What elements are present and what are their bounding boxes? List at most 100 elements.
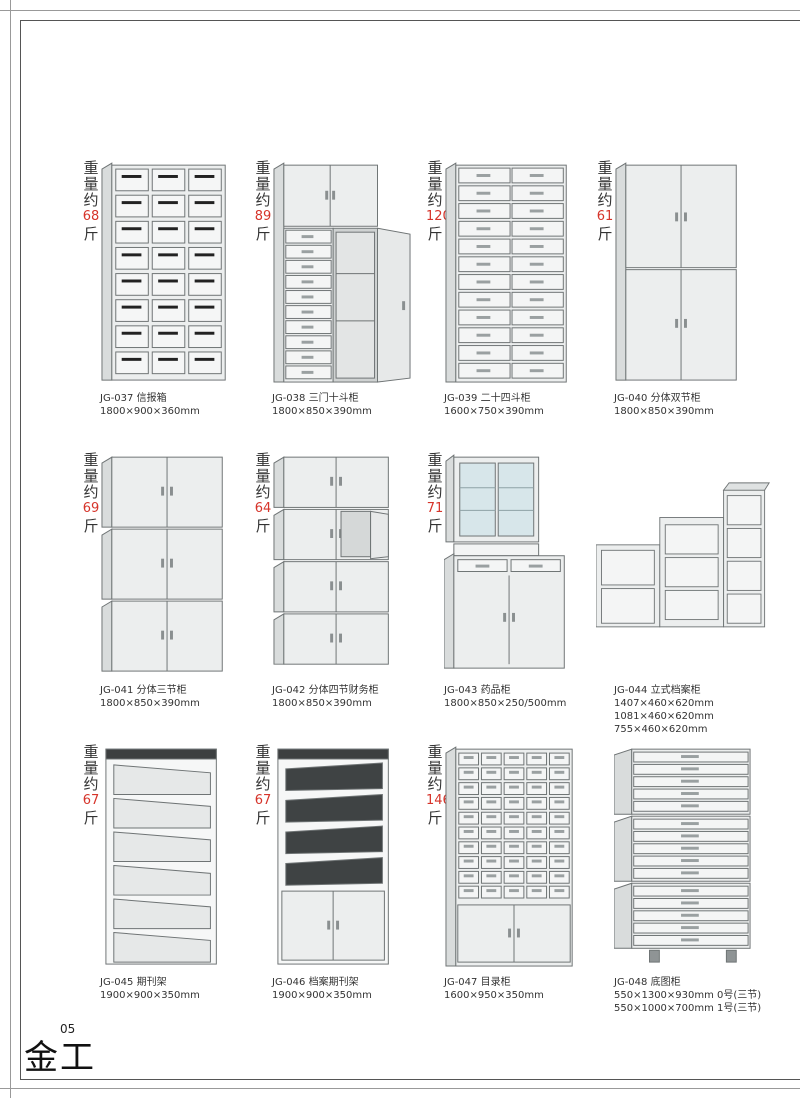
product-image-mailbox bbox=[100, 160, 240, 385]
weight-label-char: 约 bbox=[83, 483, 99, 501]
product-caption: JG-042 分体四节财务柜 1800×850×390mm bbox=[272, 684, 447, 710]
product-image-catalog bbox=[444, 744, 584, 969]
product-code: JG-040 分体双节柜 bbox=[614, 393, 701, 404]
product-caption: JG-040 分体双节柜 1800×850×390mm bbox=[614, 392, 789, 418]
weight-label-char: 量 bbox=[255, 175, 271, 193]
product-dimensions: 1800×850×390mm bbox=[272, 698, 372, 709]
weight-value: 61 bbox=[596, 209, 614, 224]
product-dimensions: 1800×850×390mm bbox=[614, 406, 714, 417]
weight-label-char: 约 bbox=[427, 191, 443, 209]
weight-label-char: 量 bbox=[83, 759, 99, 777]
product-code: JG-045 期刊架 bbox=[100, 977, 167, 988]
product-dimensions: 1800×900×360mm bbox=[100, 406, 200, 417]
weight-label-char: 重 bbox=[255, 451, 271, 469]
weight-value: 89 bbox=[254, 209, 272, 224]
weight-label-char: 量 bbox=[427, 759, 443, 777]
product-dimensions: 550×1300×930mm 0号(三节) bbox=[614, 990, 762, 1001]
weight-label-char: 约 bbox=[83, 191, 99, 209]
weight-label-char: 重 bbox=[427, 159, 443, 177]
weight-label-char: 重 bbox=[83, 451, 99, 469]
product-dimensions: 755×460×620mm bbox=[614, 724, 708, 735]
weight-value: 67 bbox=[82, 793, 100, 808]
weight-unit: 斤 bbox=[255, 809, 271, 827]
brand-logo: 金工 bbox=[24, 1038, 96, 1078]
page-frame bbox=[20, 20, 800, 1080]
weight-label-char: 重 bbox=[427, 451, 443, 469]
weight-unit: 斤 bbox=[427, 225, 443, 243]
product-code: JG-039 二十四斗柜 bbox=[444, 393, 531, 404]
product-dimensions: 1900×900×350mm bbox=[272, 990, 372, 1001]
weight-label-char: 重 bbox=[83, 159, 99, 177]
weight-label-char: 约 bbox=[427, 775, 443, 793]
product-image-four-section bbox=[272, 452, 412, 677]
product-dimensions: 1800×850×390mm bbox=[272, 406, 372, 417]
product-caption: JG-038 三门十斗柜 1800×850×390mm bbox=[272, 392, 447, 418]
weight-value: 68 bbox=[82, 209, 100, 224]
crop-mark-left bbox=[10, 0, 11, 1098]
weight-unit: 斤 bbox=[83, 225, 99, 243]
product-dimensions: 1900×900×350mm bbox=[100, 990, 200, 1001]
weight-value: 64 bbox=[254, 501, 272, 516]
weight-label-char: 重 bbox=[427, 743, 443, 761]
weight-value: 67 bbox=[254, 793, 272, 808]
product-dimensions: 1407×460×620mm bbox=[614, 698, 714, 709]
weight-label-char: 约 bbox=[255, 775, 271, 793]
product-caption: JG-037 信报箱 1800×900×360mm bbox=[100, 392, 275, 418]
product-caption: JG-045 期刊架 1900×900×350mm bbox=[100, 976, 275, 1002]
product-caption: JG-039 二十四斗柜 1600×750×390mm bbox=[444, 392, 619, 418]
weight-label-char: 量 bbox=[255, 759, 271, 777]
product-code: JG-037 信报箱 bbox=[100, 393, 167, 404]
product-dimensions: 1081×460×620mm bbox=[614, 711, 714, 722]
weight-label-char: 重 bbox=[597, 159, 613, 177]
weight-label-char: 量 bbox=[255, 467, 271, 485]
product-code: JG-042 分体四节财务柜 bbox=[272, 685, 379, 696]
product-caption: JG-041 分体三节柜 1800×850×390mm bbox=[100, 684, 275, 710]
weight-label-char: 约 bbox=[597, 191, 613, 209]
weight-unit: 斤 bbox=[255, 225, 271, 243]
weight-unit: 斤 bbox=[83, 517, 99, 535]
weight-label-char: 约 bbox=[83, 775, 99, 793]
weight-unit: 斤 bbox=[427, 517, 443, 535]
weight-value: 69 bbox=[82, 501, 100, 516]
weight-value: 120 bbox=[426, 209, 451, 224]
product-image-door-drawers bbox=[272, 160, 412, 385]
product-dimensions: 1600×950×350mm bbox=[444, 990, 544, 1001]
product-dimensions: 1800×850×390mm bbox=[100, 698, 200, 709]
product-code: JG-038 三门十斗柜 bbox=[272, 393, 359, 404]
weight-label-char: 约 bbox=[255, 191, 271, 209]
crop-mark-top bbox=[0, 10, 800, 11]
product-code: JG-041 分体三节柜 bbox=[100, 685, 187, 696]
product-image-magazine-rack bbox=[100, 744, 240, 969]
crop-mark-bottom bbox=[0, 1088, 800, 1089]
product-image-three-section bbox=[100, 452, 240, 677]
product-dimensions: 550×1000×700mm 1号(三节) bbox=[614, 1003, 762, 1014]
weight-label-char: 约 bbox=[255, 483, 271, 501]
product-code: JG-043 药品柜 bbox=[444, 685, 511, 696]
product-image-file-magazine bbox=[272, 744, 412, 969]
product-dimensions: 1600×750×390mm bbox=[444, 406, 544, 417]
weight-unit: 斤 bbox=[255, 517, 271, 535]
weight-label-char: 约 bbox=[427, 483, 443, 501]
weight-label-char: 重 bbox=[255, 159, 271, 177]
